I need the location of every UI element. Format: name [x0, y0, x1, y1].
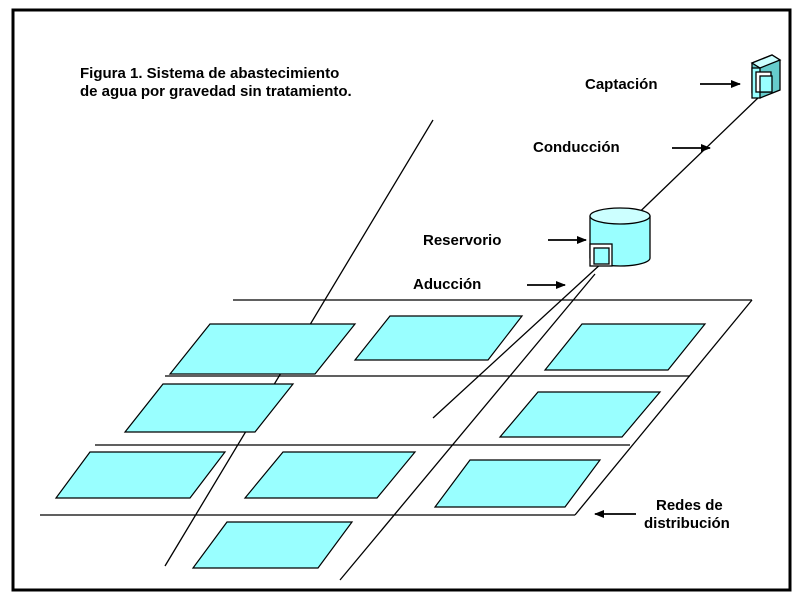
city-block — [433, 459, 602, 508]
city-block — [353, 315, 524, 361]
label-conduccion: Conducción — [533, 139, 711, 156]
city-block — [243, 451, 417, 499]
label-reservorio: Reservorio — [423, 232, 587, 249]
conduction-pipe — [622, 95, 761, 229]
street-diagonal-3 — [574, 299, 753, 516]
captacion-label: Captación — [585, 76, 658, 93]
adduction-pipe — [432, 261, 604, 419]
label-redes: Redes de distribución — [594, 497, 730, 532]
label-captacion: Captación — [585, 76, 741, 93]
figure-caption-line2: de agua por gravedad sin tratamiento. — [80, 83, 352, 100]
city-blocks — [54, 315, 707, 569]
city-block — [543, 323, 707, 371]
label-aduccion: Aducción — [413, 276, 566, 293]
cylinder-tank-icon — [589, 207, 651, 267]
reservorio-label: Reservorio — [423, 232, 501, 249]
intake-box-icon — [750, 54, 782, 99]
figure-caption-line1: Figura 1. Sistema de abastecimiento — [80, 65, 339, 82]
city-block — [54, 451, 227, 499]
aduccion-label: Aducción — [413, 276, 481, 293]
city-block — [498, 391, 662, 438]
city-block — [123, 383, 295, 433]
street-diagonal-2 — [339, 273, 596, 581]
conduccion-label: Conducción — [533, 139, 620, 156]
city-block — [168, 323, 357, 375]
city-block — [191, 521, 354, 569]
redes-label-line2: distribución — [644, 515, 730, 532]
redes-label-line1: Redes de — [656, 497, 723, 514]
